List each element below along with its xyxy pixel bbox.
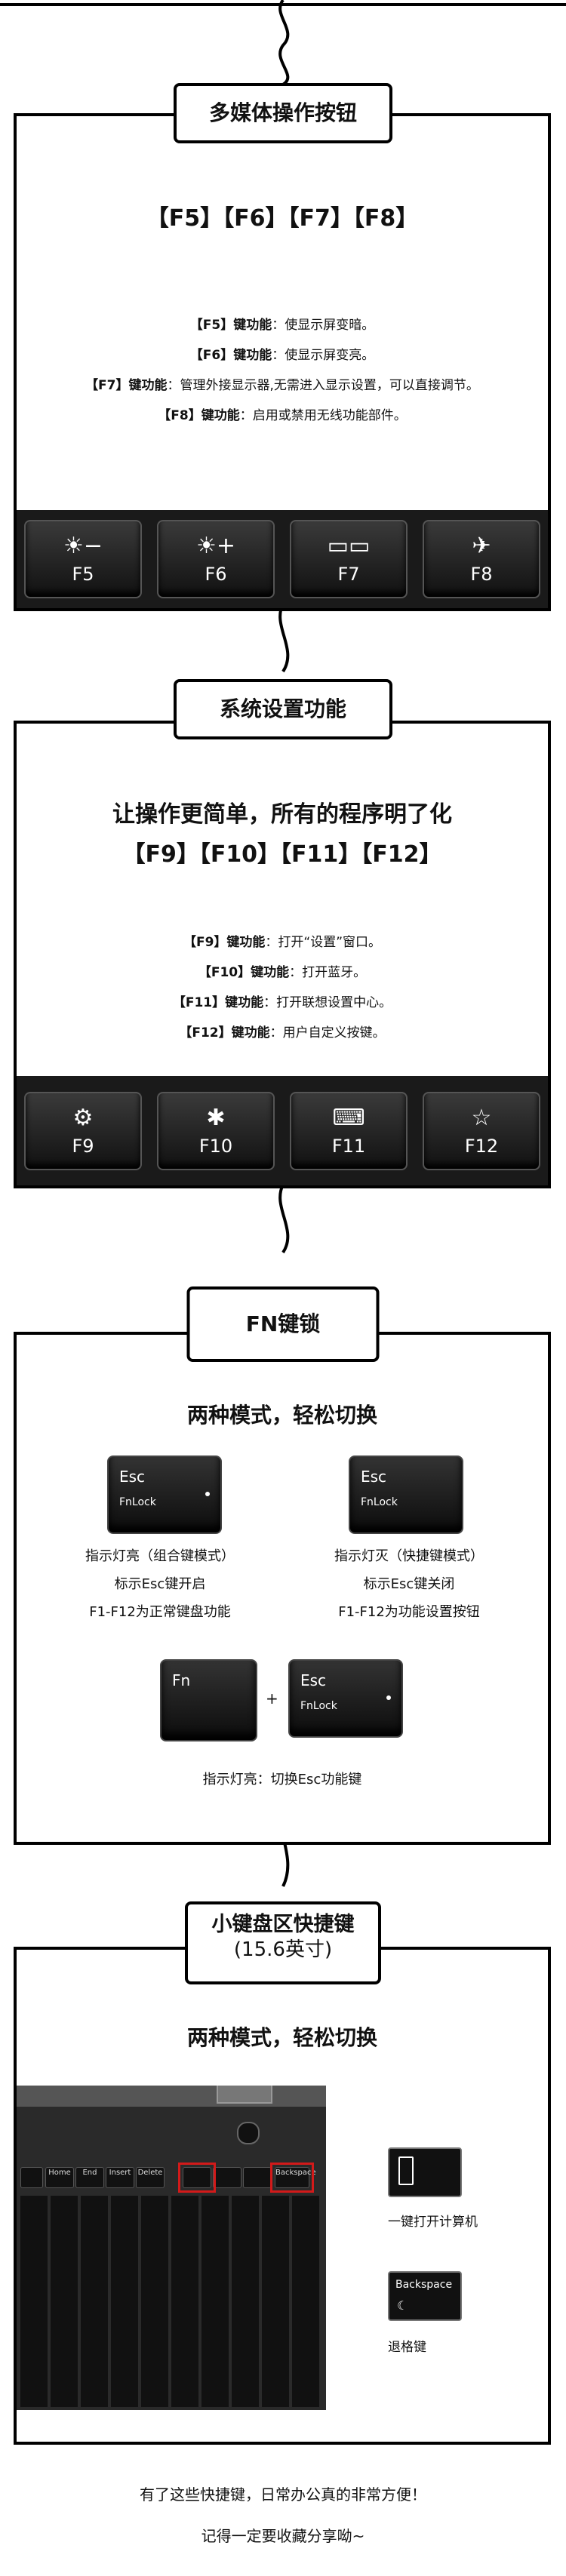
calculator-icon bbox=[398, 2156, 414, 2185]
multimedia-section: 【F5】【F6】【F7】【F8】 【F5】键功能：使显示屏变暗。 【F6】键功能… bbox=[14, 113, 551, 611]
fn-lock-note: 指示灯亮：切换Esc功能键 bbox=[202, 1772, 362, 1788]
star-icon: ☆ bbox=[471, 1104, 492, 1131]
keyboard-icon: ⌨ bbox=[332, 1104, 365, 1131]
f12-desc: 【F12】键功能：用户自定义按键。 bbox=[179, 1025, 386, 1041]
f11-key: ⌨F11 bbox=[290, 1091, 408, 1170]
moon-icon: ☾ bbox=[397, 2298, 408, 2313]
fn-lock-heading: 两种模式，轻松切换 bbox=[186, 1403, 377, 1428]
system-settings-section: 让操作更简单，所有的程序明了化 【F9】【F10】【F11】【F12】 【F9】… bbox=[14, 721, 551, 1188]
backspace-key-highlight bbox=[270, 2163, 314, 2193]
footer-line-2: 记得一定要收藏分享呦~ bbox=[201, 2527, 365, 2545]
calculator-note: 一键打开计算机 bbox=[388, 2215, 478, 2230]
fn-lock-title: FN键锁 bbox=[186, 1286, 380, 1362]
footer-line-1: 有了这些快捷键，日常办公真的非常方便！ bbox=[140, 2485, 426, 2504]
keyboard-key-grid bbox=[20, 2196, 322, 2407]
f5-desc: 【F5】键功能：使显示屏变暗。 bbox=[189, 318, 375, 333]
keyboard-photo: Home End Insert Delete Backspace bbox=[17, 2086, 326, 2410]
calculator-key-highlight bbox=[178, 2163, 216, 2193]
bluetooth-icon: ✱ bbox=[206, 1104, 226, 1131]
fn-key: Fn bbox=[160, 1659, 257, 1741]
calculator-key bbox=[388, 2147, 462, 2197]
f8-key: ✈F8 bbox=[423, 520, 540, 598]
brightness-up-icon: ☀+ bbox=[195, 533, 236, 559]
f10-key: ✱F10 bbox=[157, 1091, 275, 1170]
numpad-section: 两种模式，轻松切换 Home End Insert Delete Backspa… bbox=[14, 1947, 551, 2445]
backspace-note: 退格键 bbox=[388, 2340, 426, 2355]
system-heading-2: 【F9】【F10】【F11】【F12】 bbox=[122, 841, 442, 868]
brightness-down-icon: ☀− bbox=[63, 533, 103, 559]
settings-gear-icon: ⚙ bbox=[72, 1104, 94, 1131]
multimedia-title: 多媒体操作按钮 bbox=[174, 83, 392, 143]
system-keys-photo: ⚙F9 ✱F10 ⌨F11 ☆F12 bbox=[17, 1076, 548, 1185]
system-settings-title: 系统设置功能 bbox=[174, 679, 392, 739]
f9-desc: 【F9】键功能：打开“设置”窗口。 bbox=[183, 935, 382, 950]
f6-key: ☀+F6 bbox=[157, 520, 275, 598]
backspace-key: Backspace ☾ bbox=[388, 2271, 462, 2321]
power-button-icon bbox=[237, 2122, 260, 2144]
f6-desc: 【F6】键功能：使显示屏变亮。 bbox=[189, 348, 375, 363]
f9-key: ⚙F9 bbox=[24, 1091, 142, 1170]
numpad-heading: 两种模式，轻松切换 bbox=[186, 2025, 377, 2050]
multimedia-keys-photo: ☀−F5 ☀+F6 ▭▭F7 ✈F8 bbox=[17, 510, 548, 608]
f7-desc: 【F7】键功能：管理外接显示器,无需进入显示设置，可以直接调节。 bbox=[85, 378, 479, 393]
laptop-hinge bbox=[17, 2086, 326, 2107]
f12-key: ☆F12 bbox=[423, 1091, 540, 1170]
f10-desc: 【F10】键功能：打开蓝牙。 bbox=[198, 965, 367, 980]
f11-desc: 【F11】键功能：打开联想设置中心。 bbox=[172, 995, 392, 1010]
system-heading-1: 让操作更简单，所有的程序明了化 bbox=[112, 801, 452, 828]
display-switch-icon: ▭▭ bbox=[327, 533, 371, 559]
f5-key: ☀−F5 bbox=[24, 520, 142, 598]
indicator-light-on bbox=[205, 1492, 210, 1496]
f7-key: ▭▭F7 bbox=[290, 520, 408, 598]
multimedia-keys-heading: 【F5】【F6】【F7】【F8】 bbox=[146, 205, 419, 232]
airplane-mode-icon: ✈ bbox=[472, 533, 491, 559]
plus-sign: + bbox=[266, 1689, 278, 1708]
f8-desc: 【F8】键功能：启用或禁用无线功能部件。 bbox=[158, 408, 407, 423]
numpad-title: 小键盘区快捷键 (15.6英寸) bbox=[185, 1901, 381, 1984]
hinge-tab bbox=[217, 2086, 272, 2104]
